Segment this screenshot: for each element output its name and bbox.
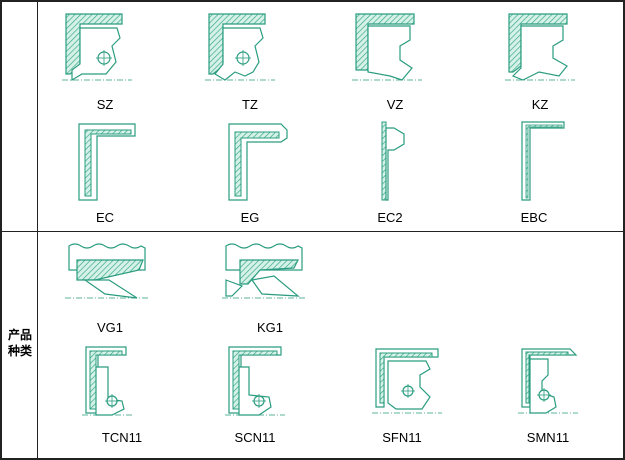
rubber-body-icon (529, 358, 557, 414)
seal-section-smn11-icon (518, 348, 578, 414)
metal-insert-icon (379, 352, 433, 404)
rubber-body-icon (238, 366, 272, 416)
seal-section-eg-icon (228, 123, 288, 201)
rubber-lip-icon (250, 275, 300, 297)
product-label-ec2: EC2 (377, 210, 403, 225)
product-ec (75, 120, 145, 202)
product-ebc (518, 120, 568, 202)
product-sfn11 (372, 345, 442, 415)
product-label-ec: EC (95, 210, 115, 225)
product-vz (352, 10, 422, 82)
rubber-cover-icon (228, 123, 288, 201)
metal-insert-icon (76, 259, 144, 281)
metal-insert-icon (234, 131, 280, 197)
rubber-lip-icon (83, 279, 138, 299)
seal-section-kg1-icon (222, 243, 307, 299)
rubber-body-icon (71, 27, 121, 82)
product-label-ebc: EBC (520, 210, 548, 225)
product-label-smn11: SMN11 (526, 430, 570, 445)
product-label-sz: SZ (96, 97, 114, 112)
product-vg1 (65, 240, 150, 300)
product-label-tcn11: TCN11 (101, 430, 143, 445)
seal-section-scn11-icon (225, 346, 285, 416)
seal-section-ec-icon (78, 123, 136, 201)
product-label-scn11: SCN11 (234, 430, 276, 445)
seal-section-vz-icon (352, 13, 422, 81)
product-label-sfn11: SFN11 (382, 430, 422, 445)
metal-insert-icon (525, 351, 569, 404)
rubber-cover-icon (78, 123, 136, 201)
seal-section-tcn11-icon (82, 346, 132, 416)
row-divider (2, 231, 623, 232)
product-label-vz: VZ (386, 97, 404, 112)
seal-section-tz-icon (205, 13, 275, 81)
seal-section-ec2-icon (381, 121, 405, 201)
row-label-line-2: 种类 (7, 344, 32, 358)
seal-section-ebc-icon (521, 121, 565, 201)
metal-insert-icon (232, 350, 278, 410)
metal-insert-icon (239, 259, 299, 285)
product-eg (225, 120, 295, 202)
product-scn11 (225, 343, 285, 416)
seal-section-sz-icon (62, 13, 132, 82)
seal-section-vg1-icon (65, 243, 150, 299)
seal-section-sfn11-icon (372, 348, 442, 414)
product-kg1 (222, 240, 307, 300)
product-sz (62, 10, 132, 82)
rubber-lip-icon (385, 127, 405, 201)
rubber-body-icon (95, 366, 125, 416)
row-label: 产品 种类 (4, 327, 36, 359)
product-label-kg1: KG1 (256, 320, 284, 335)
column-divider (37, 2, 38, 458)
product-label-vg1: VG1 (96, 320, 124, 335)
product-label-kz: KZ (531, 97, 549, 112)
product-tz (205, 10, 275, 82)
metal-disc-icon (381, 121, 387, 201)
product-tcn11 (82, 343, 132, 416)
metal-insert-icon (89, 350, 123, 410)
metal-insert-icon (84, 129, 132, 197)
product-ec2 (378, 120, 418, 202)
rubber-body-icon (387, 360, 431, 410)
product-smn11 (518, 345, 578, 415)
row-label-line-1: 产品 (7, 328, 32, 342)
seal-section-kz-icon (505, 13, 575, 81)
rubber-body-icon (367, 25, 413, 81)
product-label-eg: EG (240, 210, 260, 225)
rubber-body-icon (511, 25, 568, 81)
metal-insert-icon (525, 124, 563, 199)
product-label-tz: TZ (242, 97, 258, 112)
dust-lip-icon (225, 279, 244, 297)
product-kz (505, 10, 575, 82)
